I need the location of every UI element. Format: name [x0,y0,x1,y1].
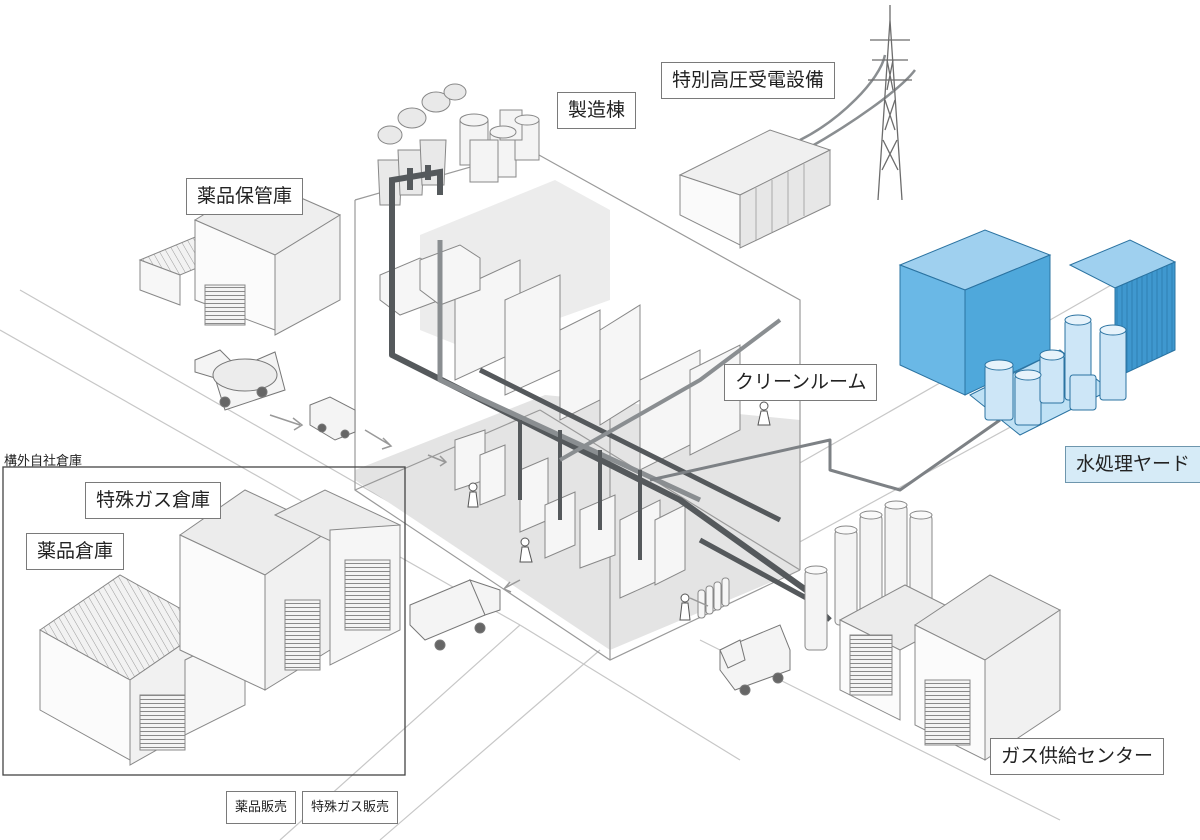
offsite-warehouse-frame [2,466,406,776]
worker-icon [467,401,771,621]
label-chemical-sales: 薬品販売 [226,791,297,824]
power-receiving-equipment [678,129,832,249]
chemical-storage-building [138,179,342,336]
label-clean-room: クリーンルーム [724,364,878,401]
label-gas-supply-center: ガス供給センター [990,738,1165,775]
label-special-gas-sales: 特殊ガス販売 [302,791,399,824]
rooftop-tanks [459,109,540,183]
exhaust-stacks [377,83,467,206]
label-offsite-warehouse: 構外自社倉庫 [4,454,83,469]
gas-cylinder-icon [697,577,730,619]
label-chemical-warehouse: 薬品倉庫 [26,533,125,570]
transmission-tower-icon [868,5,912,201]
label-special-gas-warehouse: 特殊ガス倉庫 [85,482,222,519]
tanker-truck-icon [194,349,286,411]
offsite-warehouse-buildings [39,489,402,766]
label-chemical-storage: 薬品保管庫 [186,178,304,215]
van-icon [309,396,356,441]
gas-supply-center [804,500,1061,761]
flow-arrow-icon [269,414,709,607]
power-line [799,54,916,152]
truck-icon [409,579,501,651]
label-water-treatment: 水処理ヤード [1065,446,1200,483]
truck-icon [719,624,791,696]
label-power-receiving: 特別高圧受電設備 [661,62,836,99]
label-manufacturing-building: 製造棟 [557,92,637,129]
water-treatment-yard [898,229,1177,436]
